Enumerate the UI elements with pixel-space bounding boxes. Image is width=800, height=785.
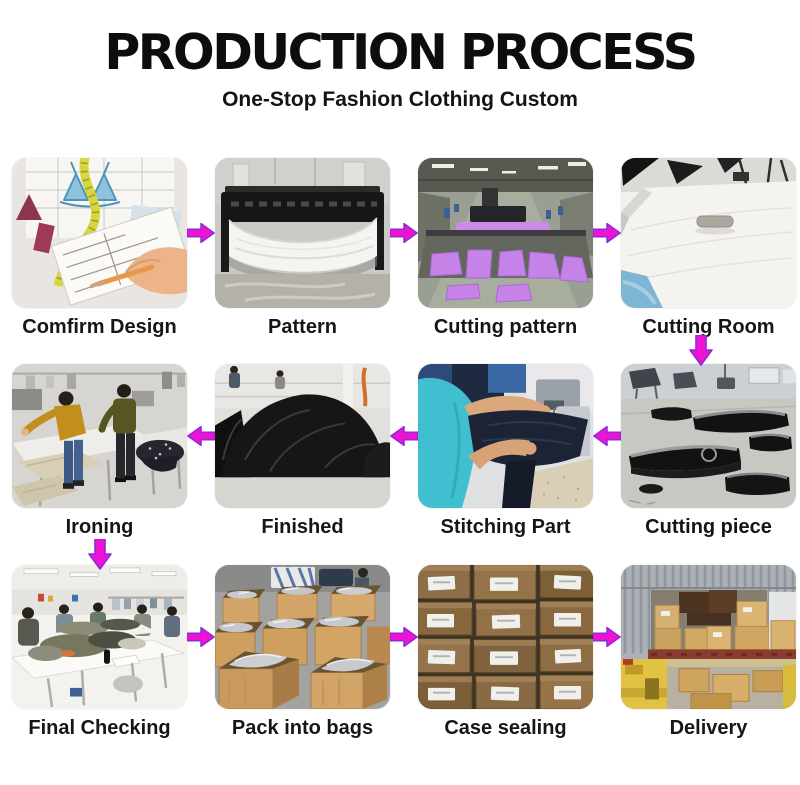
flow-arrow-right-icon <box>187 158 215 308</box>
flow-arrow-left-icon <box>187 364 215 508</box>
step-cutting-pattern: Cutting pattern <box>418 158 593 339</box>
pack-into-bags-photo <box>215 565 390 709</box>
flow-arrow-right-icon <box>187 565 215 709</box>
step-label-pack-into-bags: Pack into bags <box>231 717 374 739</box>
flow-arrow-right-icon <box>593 565 621 709</box>
stitching-part-photo <box>418 364 593 508</box>
step-label-ironing: Ironing <box>65 516 134 538</box>
finished-pile-photo <box>215 364 390 508</box>
header: PRODUCTION PROCESS One-Stop Fashion Clot… <box>0 0 800 112</box>
pattern-plotter-photo <box>215 158 390 308</box>
step-pattern: Pattern <box>215 158 390 339</box>
case-sealing-photo <box>418 565 593 709</box>
cutting-room-photo <box>621 158 796 308</box>
step-case-sealing: Case sealing <box>418 565 593 740</box>
step-label-pattern: Pattern <box>268 316 337 338</box>
step-finished: Finished <box>215 364 390 539</box>
step-comfirm-design: Comfirm Design <box>12 158 187 339</box>
page-title: PRODUCTION PROCESS <box>104 24 698 81</box>
flow-arrow-left-icon <box>593 364 621 508</box>
step-delivery: Delivery <box>621 565 796 740</box>
flow-arrow-down-icon <box>689 334 713 371</box>
step-label-finished: Finished <box>261 516 344 538</box>
cutting-piece-photo <box>621 364 796 508</box>
step-label-stitching-part: Stitching Part <box>440 516 571 538</box>
final-checking-photo <box>12 565 187 709</box>
flow-arrow-right-icon <box>593 158 621 308</box>
step-label-delivery: Delivery <box>669 717 748 739</box>
step-pack-into-bags: Pack into bags <box>215 565 390 740</box>
flow-arrow-right-icon <box>390 158 418 308</box>
cutting-pattern-photo <box>418 158 593 308</box>
page-subtitle: One-Stop Fashion Clothing Custom <box>222 87 578 111</box>
delivery-photo <box>621 565 796 709</box>
step-cutting-piece: Cutting piece <box>621 364 796 539</box>
process-row-2: Ironing <box>12 364 796 539</box>
step-label-comfirm-design: Comfirm Design <box>22 316 177 338</box>
process-row-3: Final Checking <box>12 565 796 740</box>
flow-arrow-left-icon <box>390 364 418 508</box>
step-label-final-checking: Final Checking <box>28 717 171 739</box>
step-label-cutting-piece: Cutting piece <box>645 516 772 538</box>
step-cutting-room: Cutting Room <box>621 158 796 339</box>
step-label-case-sealing: Case sealing <box>444 717 567 739</box>
step-ironing: Ironing <box>12 364 187 539</box>
flow-arrow-right-icon <box>390 565 418 709</box>
confirm-design-photo <box>12 158 187 308</box>
ironing-photo <box>12 364 187 508</box>
step-label-cutting-pattern: Cutting pattern <box>433 316 578 338</box>
process-row-1: Comfirm Design <box>12 158 796 339</box>
step-final-checking: Final Checking <box>12 565 187 740</box>
flow-arrow-down-icon <box>88 538 112 575</box>
step-stitching-part: Stitching Part <box>418 364 593 539</box>
step-label-cutting-room: Cutting Room <box>642 316 775 338</box>
